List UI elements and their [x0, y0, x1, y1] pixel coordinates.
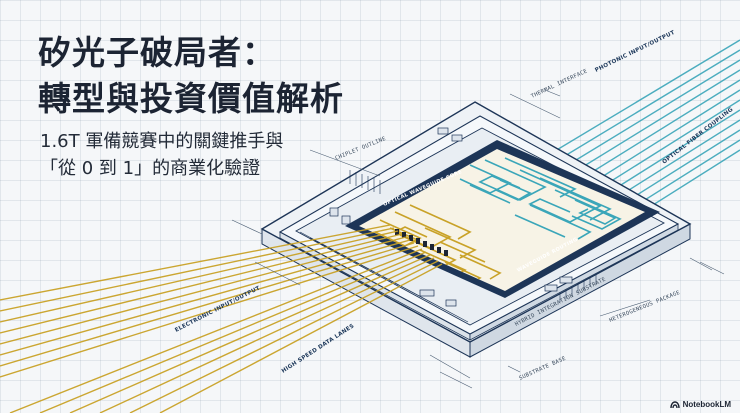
slide-title-line1: 矽光子破局者：	[38, 33, 276, 72]
slide-subtitle-line1: 1.6T 軍備競賽中的關鍵推手與	[40, 131, 284, 152]
photonic-io-label: PHOTONIC INPUT/OUTPUT	[594, 30, 676, 74]
notebooklm-icon	[669, 400, 680, 408]
slide-title-line2: 轉型與投資價值解析	[38, 79, 344, 118]
annotation-lines	[231, 89, 725, 389]
high-speed-data-label: HIGH SPEED DATA LANES	[281, 323, 356, 374]
thermal-interface-label: THERMAL INTERFACE	[530, 68, 588, 99]
substrate-base-label: SUBSTRATE BASE	[518, 356, 567, 382]
electronic-data-lines	[0, 224, 443, 413]
heterogeneous-package-label: HETEROGENEOUS PACKAGE	[609, 290, 682, 324]
chip-outline-label: CHIPLET OUTLINE	[335, 136, 387, 162]
slide-subtitle-line2: 「從 0 到 1」的商業化驗證	[40, 158, 261, 179]
brand-text: NotebookLM	[682, 400, 731, 409]
brand-watermark: NotebookLM	[669, 400, 731, 409]
